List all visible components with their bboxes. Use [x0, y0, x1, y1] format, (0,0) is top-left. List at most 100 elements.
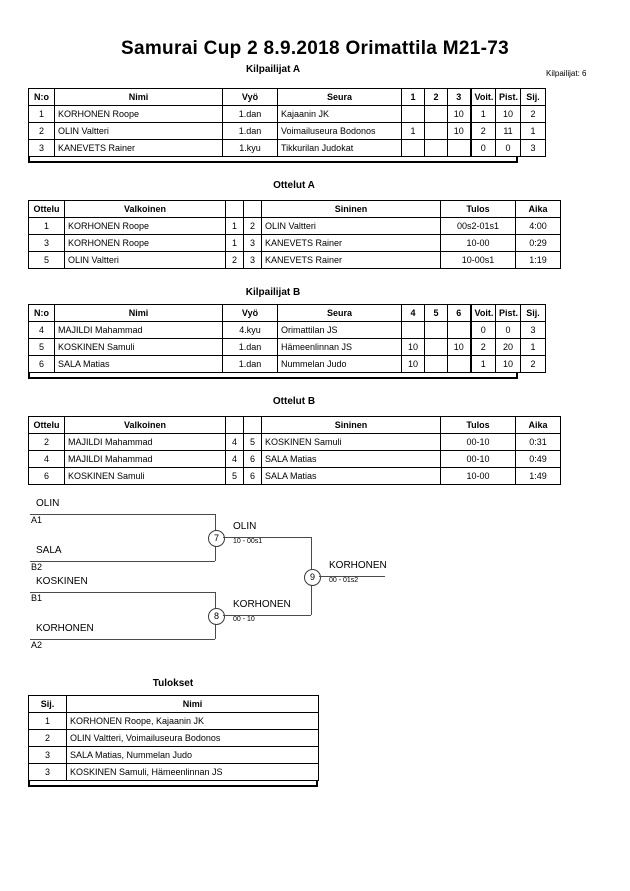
table-row: 3 KORHONEN Roope 1 3 KANEVETS Rainer 10-…	[28, 234, 561, 252]
cell-match-no: 4	[28, 450, 65, 468]
cell-club: Kajaanin JK	[277, 105, 402, 123]
results-table: Sij. Nimi 1 KORHONEN Roope, Kajaanin JK …	[28, 695, 319, 781]
col-belt: Vyö	[222, 304, 278, 322]
cell-no: 5	[28, 338, 55, 356]
cell-blue: KANEVETS Rainer	[261, 251, 441, 269]
cell-m3	[447, 139, 471, 157]
col-match-6: 6	[447, 304, 471, 322]
cell-points: 11	[495, 122, 521, 140]
cell-points: 10	[495, 355, 521, 373]
bracket-entry-name: OLIN	[36, 498, 60, 509]
col-white-num	[225, 416, 244, 434]
col-match-no: Ottelu	[28, 200, 65, 218]
col-match-1: 1	[401, 88, 425, 106]
cell-blue: KOSKINEN Samuli	[261, 433, 441, 451]
col-match-no: Ottelu	[28, 416, 65, 434]
cell-m3: 10	[447, 122, 471, 140]
cell-name: SALA Matias, Nummelan Judo	[66, 746, 319, 764]
col-points: Pist.	[495, 88, 521, 106]
cell-name: KORHONEN Roope	[54, 105, 223, 123]
cell-white-num: 5	[225, 467, 244, 485]
cell-result: 10-00	[440, 467, 516, 485]
table-row: 3 KANEVETS Rainer 1.kyu Tikkurilan Judok…	[28, 139, 546, 157]
cell-points: 0	[495, 321, 521, 339]
cell-club: Hämeenlinnan JS	[277, 338, 402, 356]
bracket-winner-name: KORHONEN	[233, 599, 291, 610]
pool-a-header-row: N:o Nimi Vyö Seura 1 2 3 Voit. Pist. Sij…	[28, 88, 546, 106]
cell-club: Tikkurilan Judokat	[277, 139, 402, 157]
cell-no: 6	[28, 355, 55, 373]
cell-blue-num: 6	[243, 450, 262, 468]
table-row: 6 KOSKINEN Samuli 5 6 SALA Matias 10-00 …	[28, 467, 561, 485]
col-no: N:o	[28, 304, 55, 322]
cell-time: 0:29	[515, 234, 561, 252]
cell-club: Nummelan Judo	[277, 355, 402, 373]
cell-m3: 10	[447, 105, 471, 123]
cell-blue-num: 6	[243, 467, 262, 485]
cell-rank: 1	[520, 338, 546, 356]
bracket-entry-name: SALA	[36, 545, 62, 556]
col-white: Valkoinen	[64, 416, 226, 434]
cell-m1	[401, 139, 425, 157]
col-white-num	[225, 200, 244, 218]
cell-m2	[424, 355, 448, 373]
matches-a-header-row: Ottelu Valkoinen Sininen Tulos Aika	[28, 200, 561, 218]
cell-white-num: 2	[225, 251, 244, 269]
bracket-line	[223, 615, 311, 616]
bracket-winner-name: OLIN	[233, 521, 257, 532]
pool-b-table: N:o Nimi Vyö Seura 4 5 6 Voit. Pist. Sij…	[28, 304, 546, 373]
cell-wins: 1	[469, 105, 496, 123]
col-blue-num	[243, 416, 262, 434]
heading-pool-b: Kilpailijat B	[245, 287, 301, 298]
cell-name: KORHONEN Roope, Kajaanin JK	[66, 712, 319, 730]
cell-rank: 3	[520, 139, 546, 157]
bracket-match-score: 10 - 00s1	[233, 538, 263, 545]
cell-rank: 1	[28, 712, 67, 730]
cell-match-no: 1	[28, 217, 65, 235]
cell-m1	[401, 105, 425, 123]
cell-white-num: 4	[225, 450, 244, 468]
cell-wins: 0	[469, 139, 496, 157]
col-rank: Sij.	[28, 695, 67, 713]
cell-no: 4	[28, 321, 55, 339]
bracket-entry-seed: A1	[31, 515, 43, 525]
cell-no: 2	[28, 122, 55, 140]
cell-name: OLIN Valtteri, Voimailuseura Bodonos	[66, 729, 319, 747]
cell-result: 00-10	[440, 433, 516, 451]
table-row: 1 KORHONEN Roope 1.dan Kajaanin JK 10 1 …	[28, 105, 546, 123]
bracket-line	[30, 592, 215, 593]
col-name: Nimi	[54, 88, 223, 106]
cell-m2	[424, 139, 448, 157]
cell-result: 00-10	[440, 450, 516, 468]
col-club: Seura	[277, 304, 402, 322]
bracket-entry-name: KOSKINEN	[36, 576, 88, 587]
cell-name: MAJILDI Mahammad	[54, 321, 223, 339]
table-row: 1 KORHONEN Roope 1 2 OLIN Valtteri 00s2-…	[28, 217, 561, 235]
cell-club: Orimattilan JS	[277, 321, 402, 339]
cell-rank: 2	[520, 355, 546, 373]
cell-m3: 10	[447, 338, 471, 356]
cell-belt: 4.kyu	[222, 321, 278, 339]
bracket-match-score: 00 - 10	[233, 616, 255, 623]
cell-no: 1	[28, 105, 55, 123]
bracket-node-9: 9	[304, 569, 321, 586]
col-wins: Voit.	[469, 304, 496, 322]
cell-match-no: 2	[28, 433, 65, 451]
cell-name: OLIN Valtteri	[54, 122, 223, 140]
cell-white-num: 4	[225, 433, 244, 451]
bracket-entry-seed: B1	[31, 593, 43, 603]
cell-time: 1:49	[515, 467, 561, 485]
heading-matches-b: Ottelut B	[272, 396, 316, 407]
col-rank: Sij.	[520, 88, 546, 106]
heading-matches-a: Ottelut A	[273, 180, 315, 191]
col-match-4: 4	[401, 304, 425, 322]
cell-white-num: 1	[225, 234, 244, 252]
cell-result: 10-00s1	[440, 251, 516, 269]
table-row: 2 MAJILDI Mahammad 4 5 KOSKINEN Samuli 0…	[28, 433, 561, 451]
cell-match-no: 6	[28, 467, 65, 485]
cell-no: 3	[28, 139, 55, 157]
cell-club: Voimailuseura Bodonos	[277, 122, 402, 140]
table-row: 6 SALA Matias 1.dan Nummelan Judo 10 1 1…	[28, 355, 546, 373]
cell-points: 10	[495, 105, 521, 123]
cell-rank: 2	[28, 729, 67, 747]
